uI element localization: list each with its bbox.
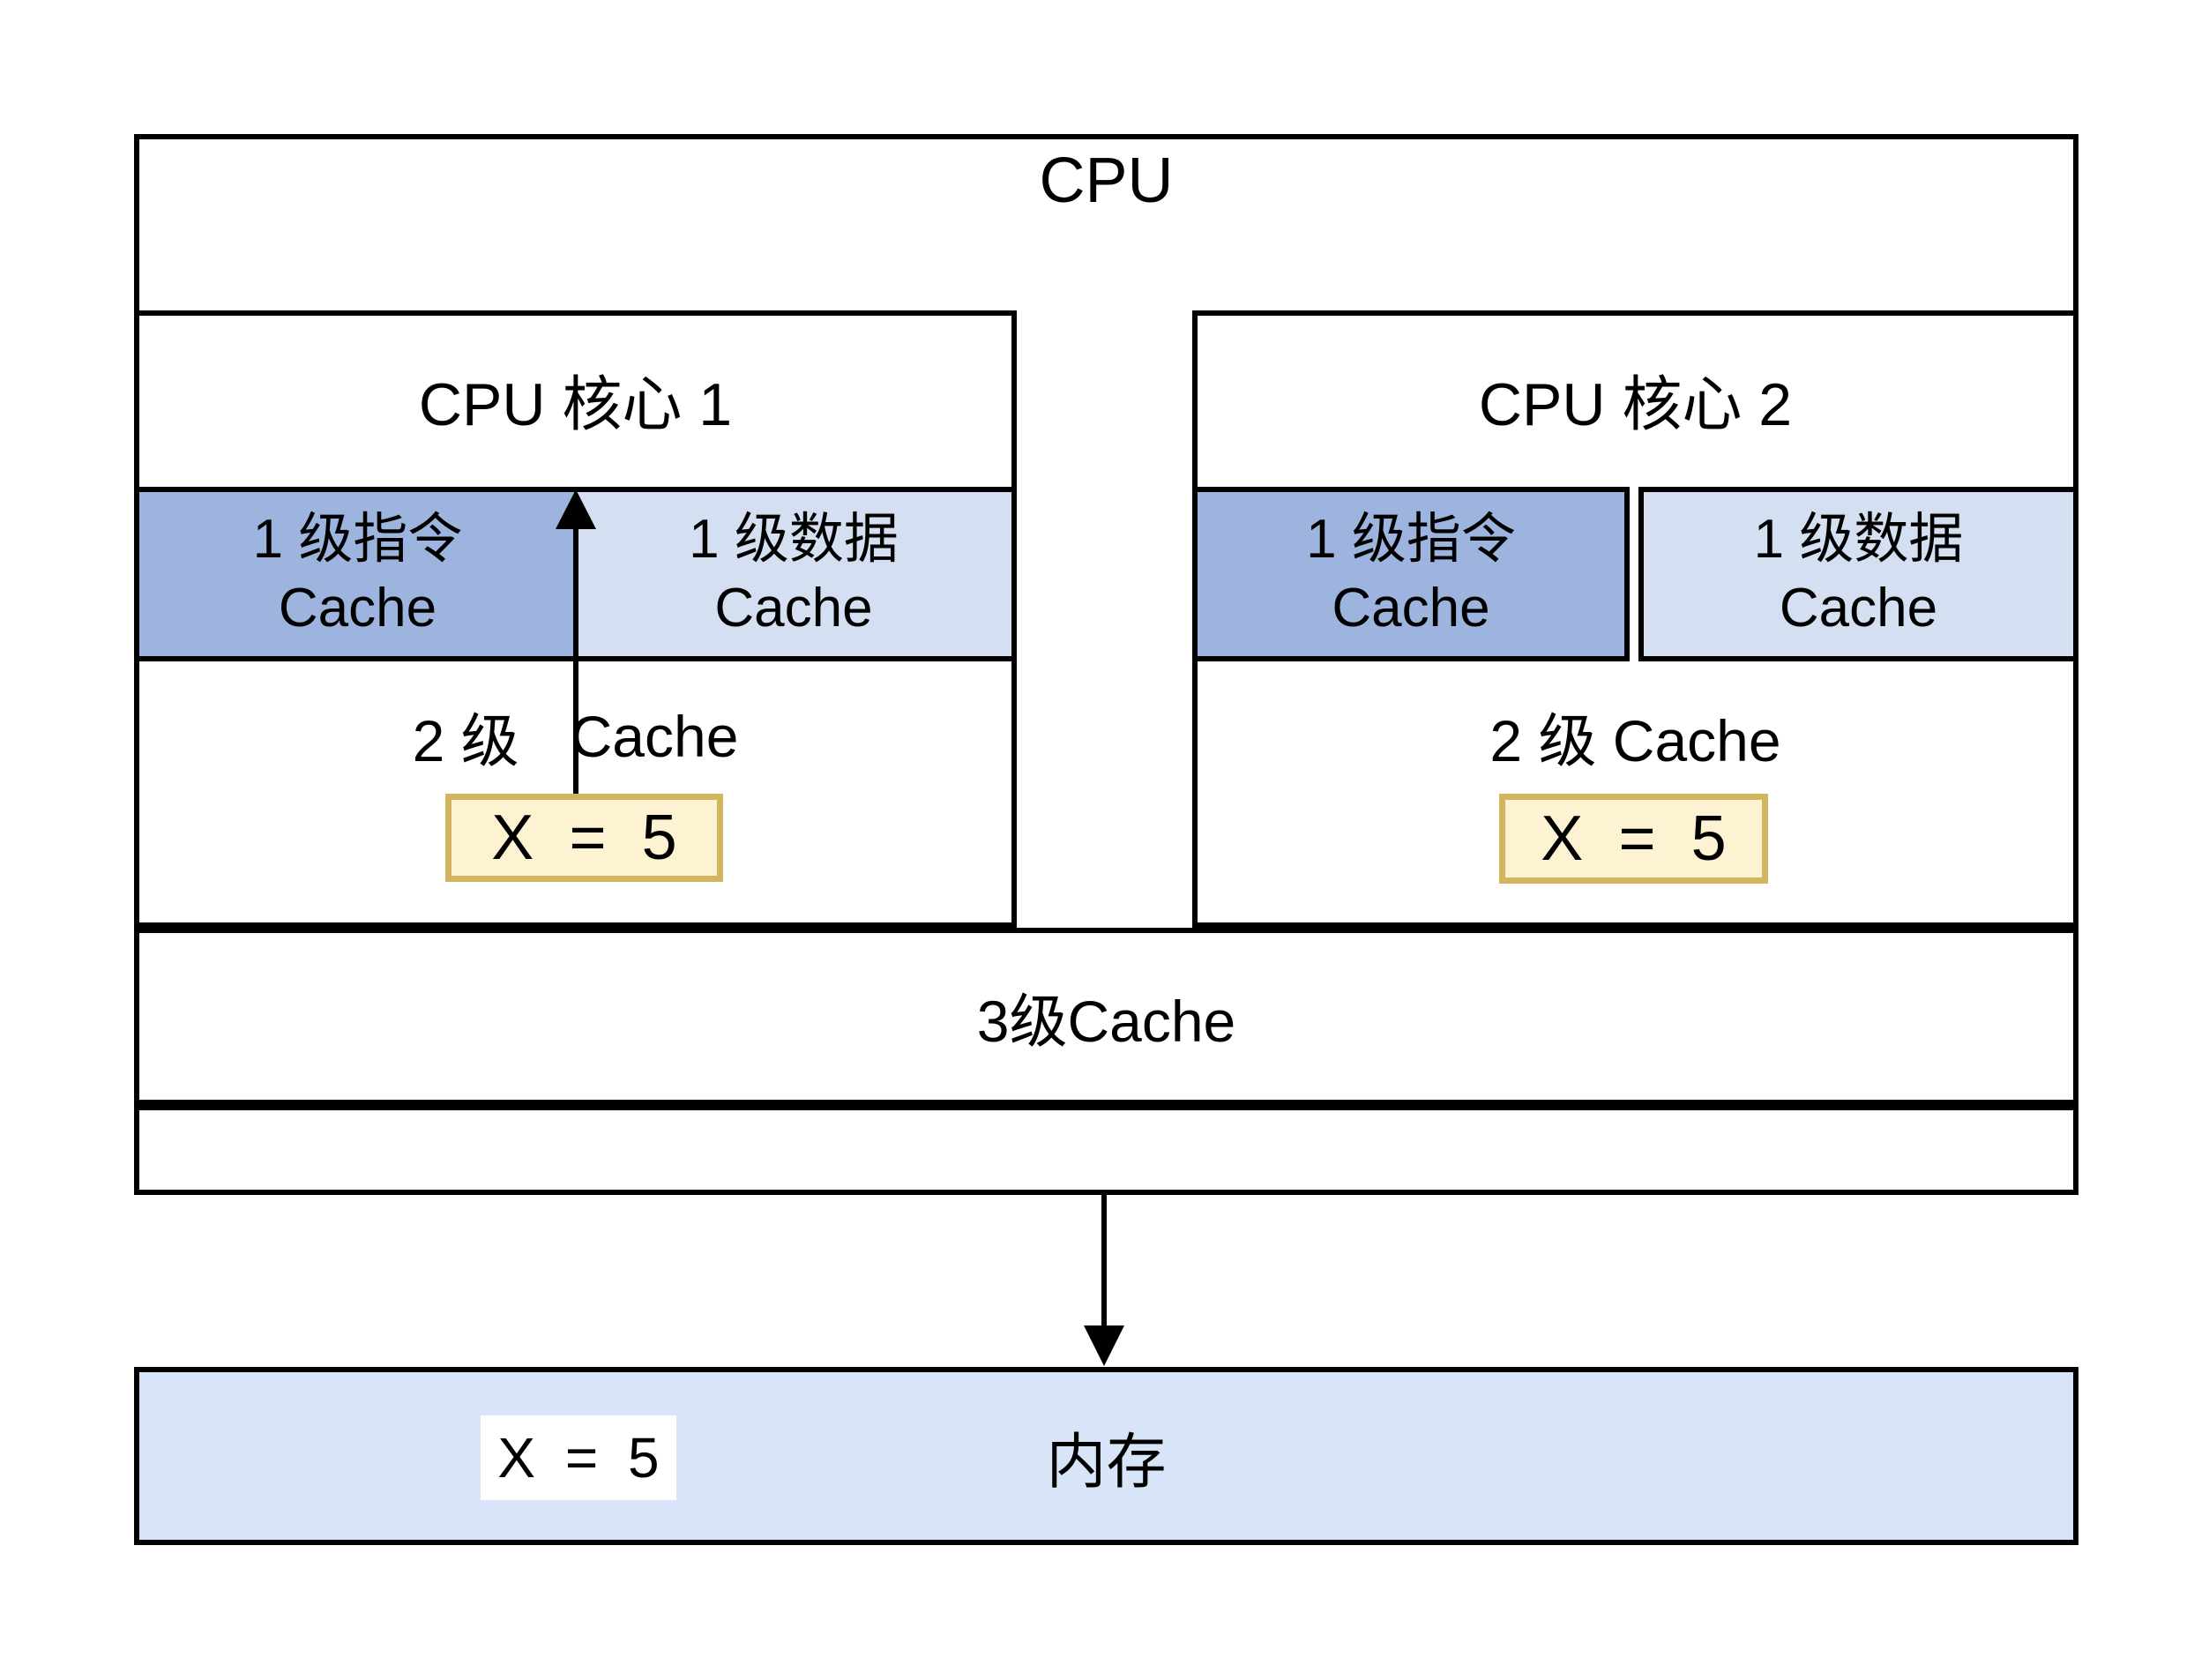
core2-l1-instruction-label: 1 级指令 Cache <box>1306 509 1516 638</box>
core2-l1-data-label: 1 级数据 Cache <box>1753 509 1964 638</box>
arrow-up-to-l1-head-icon <box>556 489 596 529</box>
core1-x-equals-5-box: X = 5 <box>445 794 723 882</box>
arrow-up-to-l1-line <box>573 526 578 794</box>
core1-l1-instruction-cache: 1 级指令 Cache <box>134 487 576 661</box>
cpu-bottom-row <box>134 1105 2078 1195</box>
core2-l1-instruction-cache: 1 级指令 Cache <box>1192 487 1630 661</box>
arrow-down-to-memory-head-icon <box>1084 1325 1124 1366</box>
memory-label: 内存 <box>1046 1428 1167 1496</box>
l3-cache-box: 3级Cache <box>134 928 2078 1105</box>
core2-title: CPU 核心 2 <box>1478 370 1793 438</box>
memory-box <box>134 1367 2078 1545</box>
core1-l1-instruction-label: 1 级指令 Cache <box>252 509 463 638</box>
core1-title: CPU 核心 1 <box>418 370 733 438</box>
arrow-down-to-memory-line <box>1101 1195 1107 1329</box>
core2-l2-cache-label: 2 级 Cache <box>1489 708 1781 773</box>
core1-l1-data-cache: 1 级数据 Cache <box>576 487 1017 661</box>
core2-l1-data-cache: 1 级数据 Cache <box>1638 487 2078 661</box>
core1-l2-cache-label: 2 级 Cache <box>412 704 739 773</box>
core1-l1-data-label: 1 级数据 Cache <box>689 509 899 638</box>
core2-x-equals-5-box: X = 5 <box>1499 794 1768 884</box>
cpu-title: CPU <box>1039 146 1174 216</box>
memory-x-equals-5-value: X = 5 <box>481 1415 676 1500</box>
